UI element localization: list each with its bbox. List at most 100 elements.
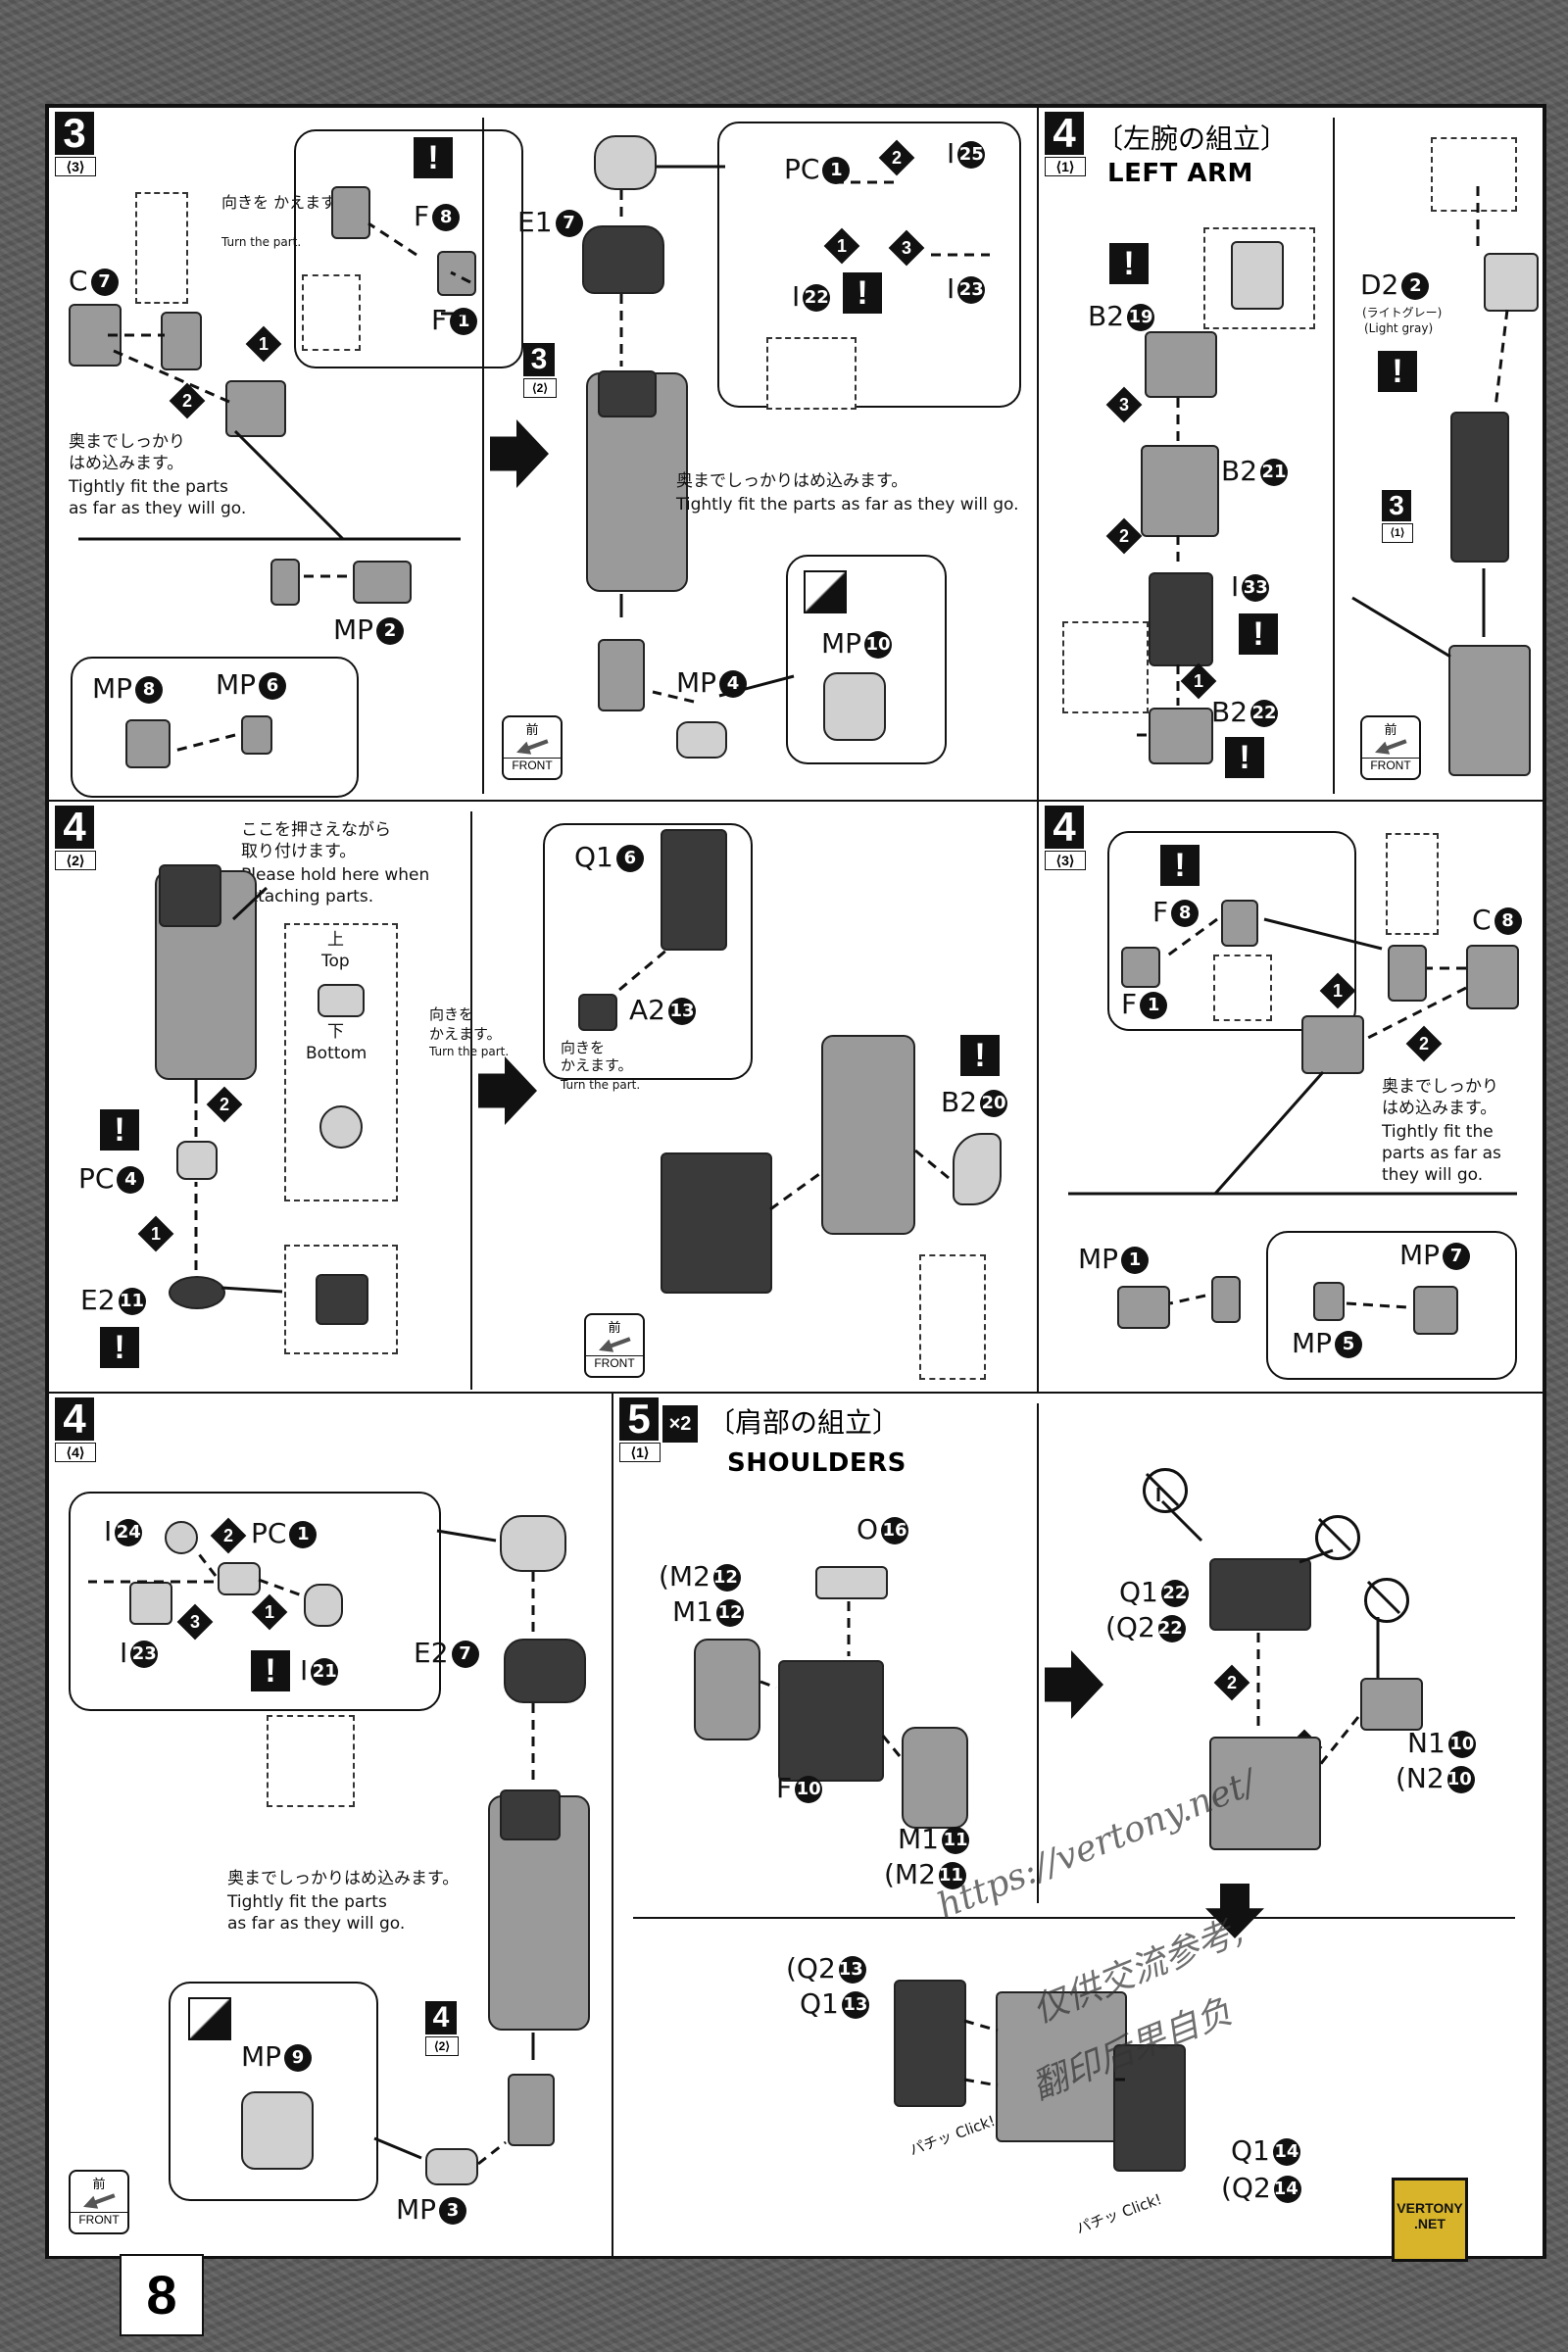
fit-note-jp-2: はめ込みます。 bbox=[69, 454, 184, 473]
part-MP4-shape bbox=[676, 721, 727, 759]
part-hand-shape bbox=[508, 2074, 555, 2146]
front-en-label: FRONT bbox=[71, 2212, 127, 2227]
part-small-arm-shape bbox=[270, 559, 300, 606]
part-upper-arm-shape bbox=[1448, 645, 1531, 776]
front-arrow-icon bbox=[597, 1333, 633, 1357]
detail-box-f8 bbox=[302, 274, 361, 351]
part-MP8-shape bbox=[125, 719, 171, 768]
part-small-arm-shape bbox=[1211, 1276, 1241, 1323]
turn-note-jp: 向きを bbox=[429, 1005, 474, 1023]
fit-note-en: Tightly fit the bbox=[1382, 1122, 1494, 1142]
fit-note-jp: 奥までしっかり bbox=[69, 432, 185, 452]
substep-number: ⟨1⟩ bbox=[619, 1443, 661, 1462]
part-arm-top-shape bbox=[598, 370, 657, 417]
order-marker-1: 1 bbox=[823, 227, 860, 265]
front-en-label: FRONT bbox=[504, 758, 561, 772]
step-number: 4 bbox=[55, 806, 94, 849]
caution-icon: ! bbox=[843, 272, 882, 314]
panel-divider bbox=[1037, 1403, 1039, 1903]
part-I24-shape bbox=[165, 1521, 198, 1554]
page-number: 8 bbox=[120, 2254, 204, 2336]
fit-note-en-3: they will go. bbox=[1382, 1165, 1484, 1185]
turn-note-jp-2: かえます。 bbox=[429, 1025, 502, 1043]
no-glue-icon bbox=[1143, 1468, 1188, 1513]
caution-icon: ! bbox=[414, 137, 453, 178]
turn-note-jp: 向きを かえます。 bbox=[221, 193, 351, 212]
front-direction-badge: 前 FRONT bbox=[1360, 715, 1421, 780]
bottom-label-en: Bottom bbox=[306, 1044, 368, 1063]
vertony-logo: VERTONY.NET bbox=[1392, 2178, 1468, 2262]
order-marker-1: 1 bbox=[245, 325, 282, 363]
turn-note-en: Turn the part. bbox=[561, 1078, 641, 1092]
detail-box-top-bottom bbox=[284, 923, 398, 1201]
part-D2-shape bbox=[1484, 253, 1539, 312]
section-divider bbox=[633, 1917, 1515, 1919]
part-peg-shape bbox=[161, 312, 202, 370]
order-marker-1: 1 bbox=[1319, 972, 1356, 1009]
order-marker-1: 1 bbox=[1180, 662, 1217, 700]
part-MP5-shape bbox=[1313, 1282, 1345, 1321]
step-number: 4 bbox=[1045, 112, 1084, 155]
step-number: 3 bbox=[55, 112, 94, 155]
caution-icon: ! bbox=[1160, 845, 1200, 886]
order-marker-3: 3 bbox=[1105, 386, 1143, 423]
part-frame-shape bbox=[1231, 241, 1284, 310]
part-F1-shape bbox=[437, 251, 476, 296]
part-O16-shape bbox=[815, 1566, 888, 1599]
caution-icon: ! bbox=[1239, 613, 1278, 655]
option-part-icon bbox=[804, 570, 847, 613]
fit-note-jp: 奥までしっかり bbox=[1382, 1077, 1498, 1097]
part-joint-shape bbox=[500, 1515, 566, 1572]
part-B2-21-shape bbox=[1141, 445, 1219, 537]
part-B2-22-shape bbox=[1149, 708, 1213, 764]
part-Q1-shape bbox=[661, 829, 727, 951]
part-C7-shape bbox=[69, 304, 122, 367]
order-marker-3: 3 bbox=[176, 1603, 214, 1641]
part-PC1-shape bbox=[218, 1562, 261, 1595]
front-en-label: FRONT bbox=[586, 1355, 643, 1370]
substep-number: ⟨2⟩ bbox=[55, 851, 96, 870]
part-MP9-shape bbox=[241, 2091, 314, 2170]
part-shoulder-assembly-shape bbox=[1209, 1737, 1321, 1850]
ref-substep-badge: ⟨2⟩ bbox=[425, 2036, 459, 2056]
hold-note-jp-2: 取り付けます。 bbox=[241, 842, 357, 861]
part-MP10-shape bbox=[823, 672, 886, 741]
part-I33-shape bbox=[1149, 572, 1213, 666]
section-title-jp: 〔左腕の組立〕 bbox=[1096, 122, 1289, 155]
top-label-jp: 上 bbox=[327, 930, 344, 950]
fit-note-en-2: as far as they will go. bbox=[227, 1914, 406, 1934]
panel-divider bbox=[1333, 118, 1335, 794]
part-peg-shape bbox=[1388, 945, 1427, 1002]
next-step-arrow bbox=[490, 419, 549, 488]
part-shoulder-final-shape bbox=[996, 1991, 1127, 2142]
part-MP2-shape bbox=[353, 561, 412, 604]
front-jp-label: 前 bbox=[525, 722, 539, 737]
caution-icon: ! bbox=[960, 1035, 1000, 1076]
turn-note-jp: 向きを bbox=[561, 1039, 606, 1056]
detail-box-head bbox=[1386, 833, 1439, 935]
part-N1-shape bbox=[1360, 1678, 1423, 1731]
